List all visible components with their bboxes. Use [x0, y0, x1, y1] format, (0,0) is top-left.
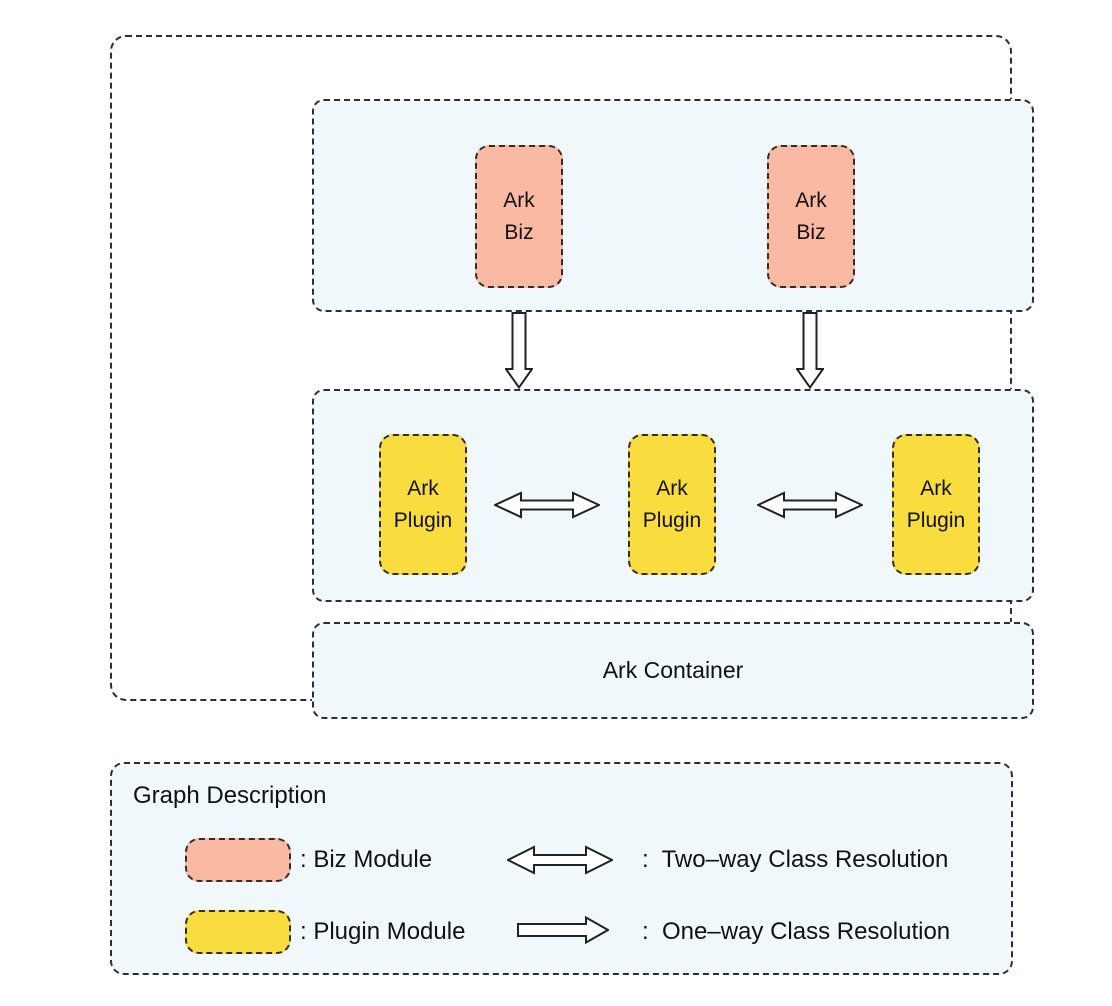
down-arrow-icon-1	[505, 312, 533, 389]
ark-outer-frame: Ark Biz Ark Biz Ark Plugin Ark Plugin Ar…	[110, 35, 1034, 719]
ark-plugin-box-1: Ark Plugin	[379, 434, 467, 575]
biz-module-label: : Biz Module	[300, 846, 433, 873]
ark-biz-box-2: Ark Biz	[767, 145, 855, 288]
one-way-resolution-label: : One–way Class Resolution	[642, 918, 951, 945]
legend-title: Graph Description	[133, 782, 327, 809]
ark-container-label: Ark Container	[602, 657, 744, 683]
two-way-arrow-icon-2	[757, 491, 863, 519]
one-way-arrow-legend-icon	[517, 916, 609, 944]
down-arrow-icon-2	[796, 312, 824, 389]
two-way-resolution-label: : Two–way Class Resolution	[642, 846, 949, 873]
plugin-module-swatch	[185, 910, 291, 954]
ark-plugin-box-3: Ark Plugin	[892, 434, 980, 575]
ark-plugin-box-2: Ark Plugin	[628, 434, 716, 575]
two-way-arrow-icon-1	[494, 491, 600, 519]
biz-module-swatch	[185, 838, 291, 882]
plugin-module-label: : Plugin Module	[300, 918, 466, 945]
ark-container-panel: Ark Container	[312, 622, 1034, 719]
ark-biz-box-1: Ark Biz	[475, 145, 563, 288]
two-way-arrow-legend-icon	[507, 845, 613, 875]
biz-layer-panel	[312, 99, 1034, 312]
